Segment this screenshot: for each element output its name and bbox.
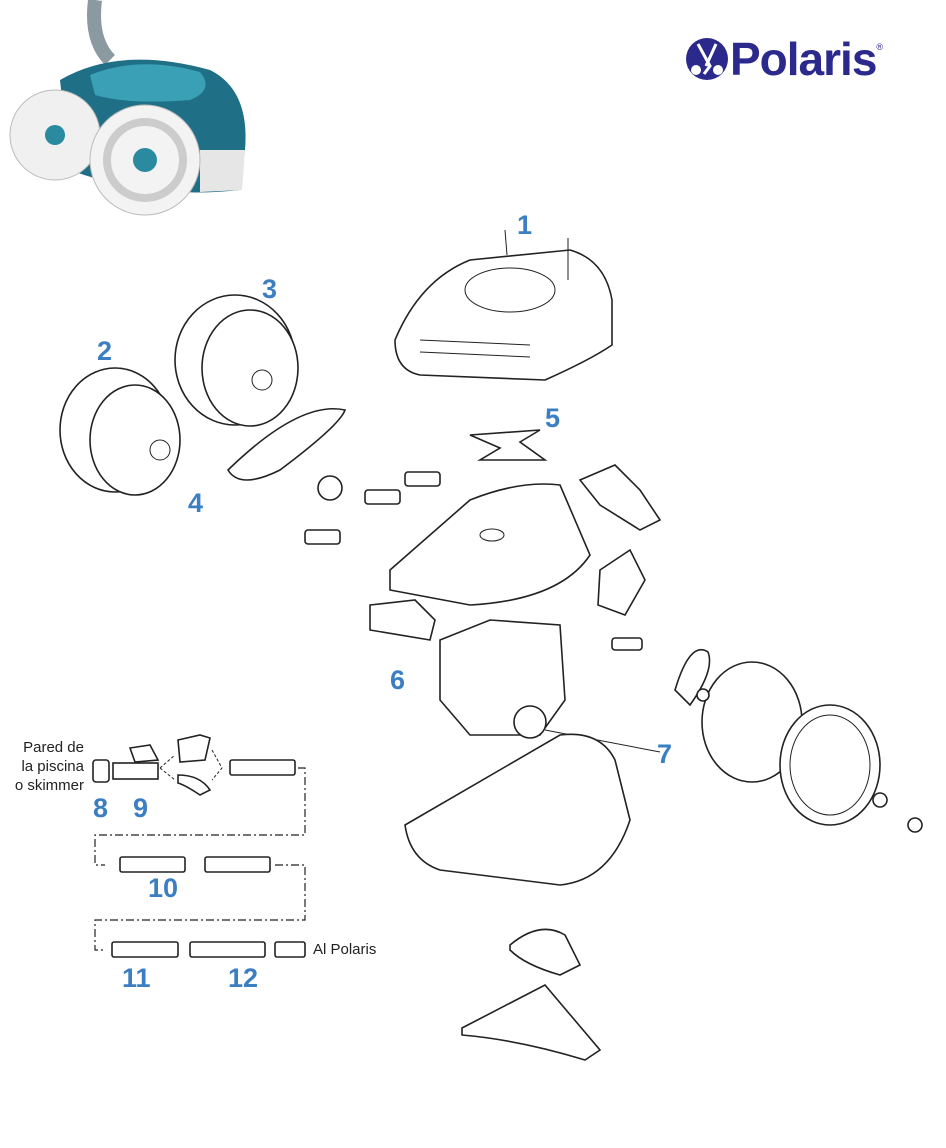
callout-10: 10 — [148, 873, 179, 903]
callout-7: 7 — [657, 739, 673, 769]
callout-9: 9 — [133, 793, 149, 823]
top-cover — [394, 229, 613, 381]
wheels-right — [611, 637, 923, 833]
callout-4: 4 — [188, 488, 204, 518]
pool-wall-line-3: o skimmer — [14, 777, 84, 794]
product-photo — [9, 0, 246, 216]
pool-wall-note: Pared de la piscina o skimmer — [0, 738, 84, 795]
callout-12: 12 — [228, 963, 259, 993]
polaris-logo: Polaris ® — [684, 32, 883, 86]
wheels-left — [59, 294, 441, 545]
bottom-skirt — [461, 983, 602, 1061]
callout-11: 11 — [122, 963, 151, 993]
to-polaris-note: Al Polaris — [313, 941, 377, 958]
hose-kit — [92, 734, 306, 958]
callout-3: 3 — [262, 274, 278, 304]
callout-8: 8 — [93, 793, 109, 823]
pool-wall-line-1: Pared de — [23, 739, 84, 756]
impeller — [469, 429, 548, 461]
pool-wall-line-2: la piscina — [21, 758, 84, 775]
callout-6: 6 — [390, 665, 406, 695]
polaris-logo-icon — [686, 38, 728, 80]
callout-5: 5 — [545, 403, 561, 433]
callout-2: 2 — [97, 336, 113, 366]
motor-assembly — [439, 619, 661, 753]
brand-name: Polaris — [730, 33, 877, 85]
registered-mark: ® — [876, 42, 884, 52]
bottom-case — [404, 733, 631, 886]
callout-1: 1 — [517, 210, 533, 240]
front-bumper — [509, 928, 582, 976]
chassis-top — [369, 464, 662, 641]
